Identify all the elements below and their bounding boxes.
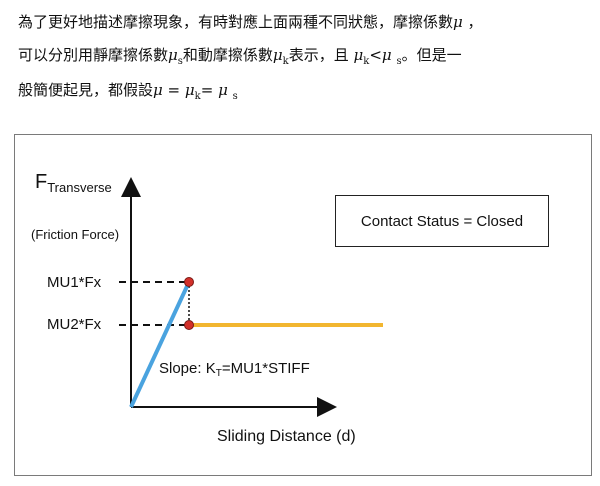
mu-s-symbol-3: μ bbox=[218, 81, 228, 99]
mu-s-symbol: μ bbox=[168, 46, 178, 64]
slope-label: Slope: KT=MU1*STIFF bbox=[159, 360, 310, 379]
description-paragraph: 為了更好地描述摩擦現象，有時對應上面兩種不同狀態，摩擦係數μ ， 可以分別用靜摩… bbox=[18, 6, 588, 109]
mu-k-subscript: k bbox=[282, 56, 289, 67]
line1-text: 為了更好地描述摩擦現象，有時對應上面兩種不同狀態，摩擦係數 bbox=[18, 13, 454, 31]
tick-label-mu2: MU2*Fx bbox=[47, 316, 102, 333]
static-peak-point bbox=[184, 277, 194, 287]
line2-text-c: 表示，且 bbox=[288, 46, 349, 64]
mu-s-subscript-2: s bbox=[396, 56, 402, 67]
mu-k-subscript-2: k bbox=[363, 56, 370, 67]
paragraph-line-3: 般簡便起見，都假設μ = μk= μ s bbox=[18, 74, 588, 109]
mu-s-subscript-3: s bbox=[232, 91, 238, 102]
mu-k-symbol: μ bbox=[272, 46, 283, 64]
y-axis-subtitle: (Friction Force) bbox=[31, 227, 119, 242]
dynamic-start-point bbox=[184, 320, 194, 330]
y-axis-title: FTransverse bbox=[35, 171, 112, 195]
elastic-slope-line bbox=[129, 281, 191, 408]
contact-status-text: Contact Status = Closed bbox=[360, 212, 524, 230]
mu-k-symbol-2: μ bbox=[353, 46, 364, 64]
line3-text-a: 般簡便起見，都假設 bbox=[18, 81, 154, 99]
paragraph-line-1: 為了更好地描述摩擦現象，有時對應上面兩種不同狀態，摩擦係數μ ， bbox=[18, 6, 588, 39]
paragraph-line-2: 可以分別用靜摩擦係數μs和動摩擦係數μk表示，且 μk<μ s。但是一 bbox=[18, 39, 588, 74]
mu-s-symbol-2: μ bbox=[381, 46, 392, 64]
less-than-symbol: < bbox=[369, 46, 382, 64]
x-axis-title: Sliding Distance (d) bbox=[217, 428, 356, 445]
line2-text-a: 可以分別用靜摩擦係數 bbox=[18, 46, 169, 64]
friction-diagram: FTransverse (Friction Force) MU1*Fx MU2*… bbox=[14, 134, 592, 476]
equals-symbol: = bbox=[167, 81, 181, 99]
line2-text-b: 和動摩擦係數 bbox=[182, 46, 273, 64]
mu-s-subscript: s bbox=[177, 56, 183, 67]
equals-symbol-2: = bbox=[200, 81, 214, 99]
line2-text-d: 。但是一 bbox=[401, 46, 462, 64]
line1-end: ， bbox=[467, 13, 483, 31]
mu-symbol-3: μ bbox=[153, 81, 163, 99]
friction-diagram-svg: FTransverse (Friction Force) MU1*Fx MU2*… bbox=[31, 171, 383, 445]
contact-status-box: Contact Status = Closed bbox=[335, 195, 549, 247]
mu-k-subscript-3: k bbox=[194, 91, 201, 102]
tick-label-mu1: MU1*Fx bbox=[47, 274, 102, 291]
mu-symbol: μ bbox=[453, 13, 463, 31]
mu-k-symbol-3: μ bbox=[184, 81, 195, 99]
